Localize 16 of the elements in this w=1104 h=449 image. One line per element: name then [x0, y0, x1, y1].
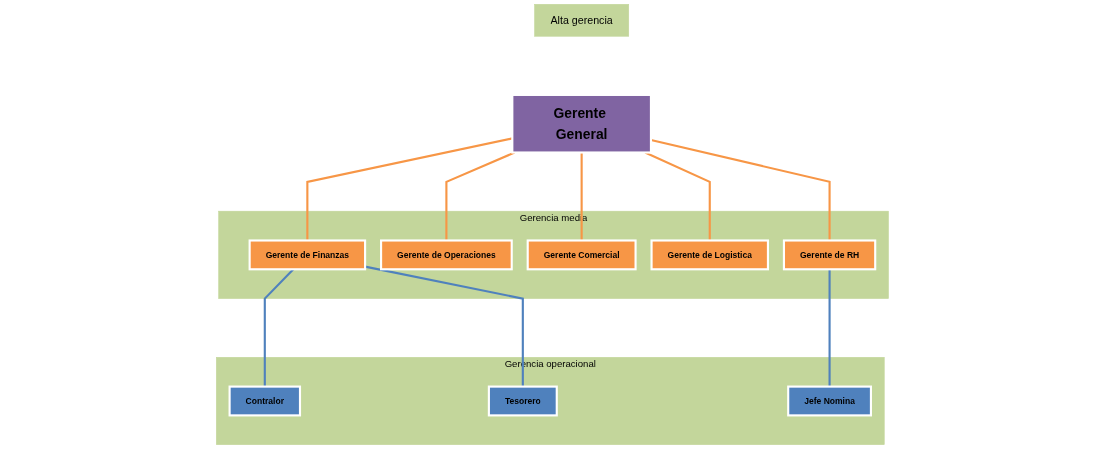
- node-box: Gerente Comercial: [526, 239, 637, 271]
- node-box: Gerente de Finanzas: [248, 239, 366, 271]
- connector: [305, 137, 513, 241]
- node-box: Tesorero: [487, 385, 558, 417]
- node-box: Gerente de Operaciones: [379, 239, 513, 271]
- node-box: Gerente de Logistica: [650, 239, 769, 271]
- node-box: Gerente de RH: [782, 239, 876, 271]
- node-box: Contralor: [228, 385, 301, 417]
- node-box: Jefe Nomina: [786, 385, 872, 417]
- connector: [444, 151, 515, 241]
- connector: [828, 269, 831, 387]
- node-box: Alta gerencia: [533, 4, 629, 37]
- connector: [650, 138, 831, 241]
- connector: [364, 265, 524, 387]
- connector: [580, 152, 583, 241]
- node-box: Gerente General: [510, 93, 652, 154]
